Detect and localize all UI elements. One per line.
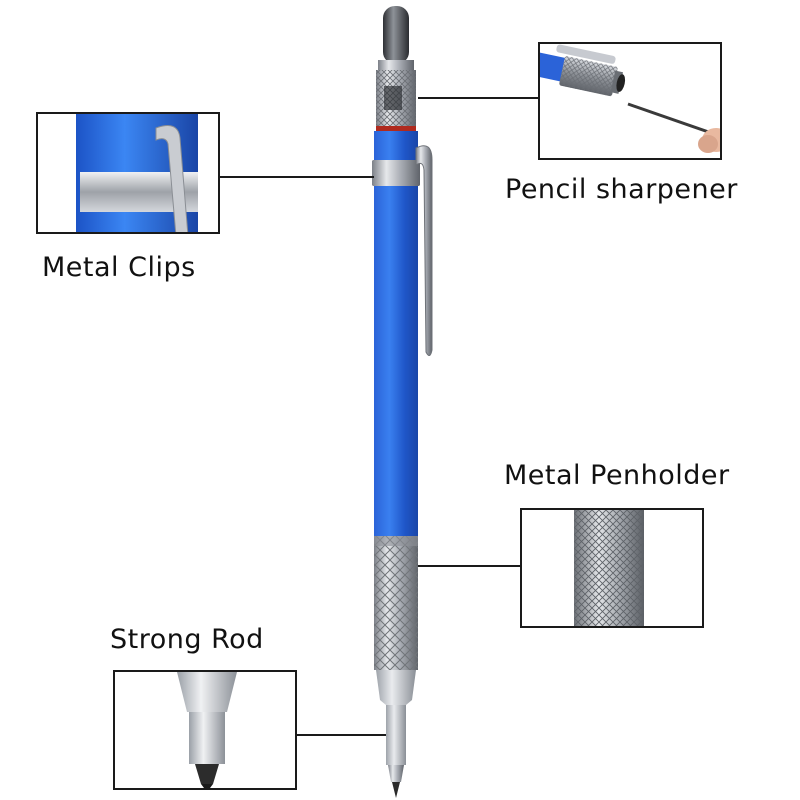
clips-detail-image — [36, 112, 220, 234]
penholder-leader-line — [418, 565, 522, 567]
tip-closeup-drawing — [177, 672, 237, 788]
sharpener-closeup-drawing — [540, 44, 720, 153]
knurl-closeup-drawing — [574, 510, 644, 626]
tip-sleeve — [386, 705, 406, 765]
clips-label: Metal Clips — [42, 252, 196, 283]
rod-detail-image — [113, 670, 297, 790]
sharpener-detail-image — [538, 42, 722, 160]
rod-label: Strong Rod — [110, 624, 264, 655]
rod-leader-line — [296, 734, 386, 736]
clips-leader-line — [218, 176, 374, 178]
sharpener-leader-line — [418, 97, 540, 99]
sharpener-label: Pencil sharpener — [505, 174, 738, 205]
barrel-upper-band — [374, 131, 418, 141]
metal-clip — [415, 145, 433, 356]
penholder-detail-image — [520, 508, 704, 628]
penholder-label: Metal Penholder — [504, 460, 730, 491]
clip-closeup-drawing — [76, 114, 198, 232]
lead — [392, 782, 400, 798]
tip-cone — [376, 670, 416, 705]
pencil-cap — [376, 6, 416, 131]
blue-barrel — [374, 141, 418, 536]
